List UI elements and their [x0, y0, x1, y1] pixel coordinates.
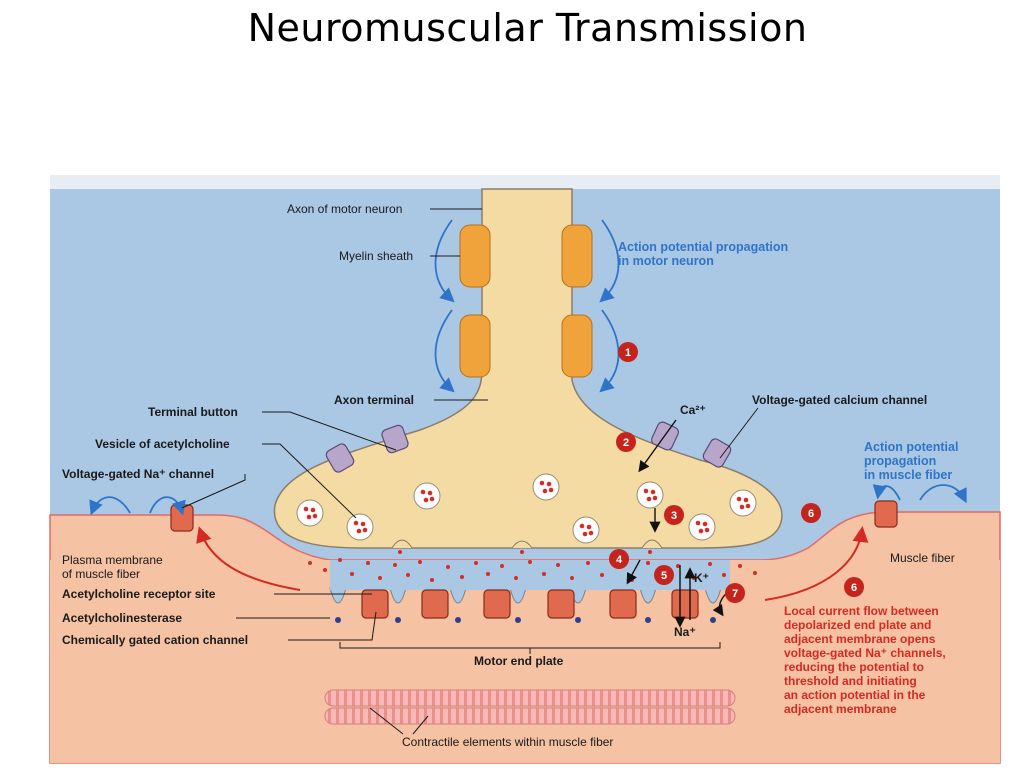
local-current-line7: an action potential in the: [784, 688, 926, 702]
local-current-line4: voltage-gated Na⁺ channels,: [784, 646, 946, 660]
step-badge-7-text: 7: [732, 588, 738, 600]
step-badge-4-text: 4: [616, 554, 623, 566]
step-badge-2: [616, 432, 636, 452]
label-terminal-button: Terminal button: [148, 405, 238, 419]
acetylcholinesterase-sites: [335, 617, 716, 623]
label-plasma-membrane-line1: Plasma membrane: [62, 553, 163, 567]
label-axon-of-motor-neuron: Axon of motor neuron: [287, 202, 402, 216]
step-badge-1-text: 1: [625, 347, 631, 359]
label-plasma-membrane-line2: of muscle fiber: [62, 567, 140, 581]
local-current-line6: threshold and initiating: [784, 674, 917, 688]
label-voltage-gated-calcium-channel: Voltage-gated calcium channel: [752, 393, 927, 407]
label-k: K⁺: [694, 571, 709, 585]
step-badge-3-text: 3: [671, 510, 677, 522]
local-current-line8: adjacent membrane: [784, 702, 897, 716]
ap-muscle-line2: propagation: [864, 454, 936, 468]
contractile-elements: [324, 689, 736, 725]
local-current-line5: reducing the potential to: [784, 660, 924, 674]
step-badge-3: [664, 505, 684, 525]
ap-muscle-line1: Action potential: [864, 440, 958, 454]
label-myelin-sheath: Myelin sheath: [339, 249, 413, 263]
label-muscle-fiber: Muscle fiber: [890, 551, 955, 565]
label-na: Na⁺: [674, 625, 696, 639]
label-ca: Ca²⁺: [680, 403, 706, 417]
exocytosis-bulges: [391, 539, 663, 549]
step-badges: [609, 342, 864, 603]
local-current-line2: depolarized end plate and: [784, 618, 931, 632]
label-acetylcholinesterase: Acetylcholinesterase: [62, 611, 182, 625]
chemically-gated-channels: [361, 589, 699, 619]
ap-muscle-line3: in muscle fiber: [864, 468, 952, 482]
local-current-line3: adjacent membrane opens: [784, 632, 936, 646]
label-axon-terminal: Axon terminal: [334, 393, 414, 407]
step-badge-6b: [844, 577, 864, 597]
ap-propagation-muscle-arrows: [89, 484, 967, 516]
step-badge-6b-text: 6: [851, 582, 857, 594]
step-badge-4: [609, 549, 629, 569]
label-voltage-gated-na-channel: Voltage-gated Na⁺ channel: [62, 467, 214, 481]
vesicle-contents: [303, 480, 751, 537]
label-acetylcholine-receptor-site: Acetylcholine receptor site: [62, 587, 216, 601]
acetylcholine-vesicles: [296, 473, 757, 544]
ap-neuron-line1: Action potential propagation: [618, 240, 788, 254]
step-badge-7: [725, 583, 745, 603]
ap-neuron-line2: in motor neuron: [618, 254, 714, 268]
label-leader-lines: [181, 208, 759, 735]
step-badge-5-text: 5: [661, 570, 667, 582]
label-chemically-gated-cation-channel: Chemically gated cation channel: [62, 633, 248, 647]
label-motor-end-plate: Motor end plate: [474, 654, 564, 668]
local-current-arrows: [196, 526, 869, 601]
page-title: Neuromuscular Transmission: [247, 6, 808, 50]
step-badge-1: [618, 342, 638, 362]
myelin-sheath: [459, 224, 593, 378]
step-badge-6a-text: 6: [808, 508, 814, 520]
step-badge-5: [654, 565, 674, 585]
label-vesicle-of-acetylcholine: Vesicle of acetylcholine: [95, 437, 230, 451]
step-badge-6a: [801, 503, 821, 523]
step-badge-2-text: 2: [623, 437, 629, 449]
local-current-line1: Local current flow between: [784, 604, 939, 618]
label-contractile-elements: Contractile elements within muscle fiber: [402, 735, 613, 749]
